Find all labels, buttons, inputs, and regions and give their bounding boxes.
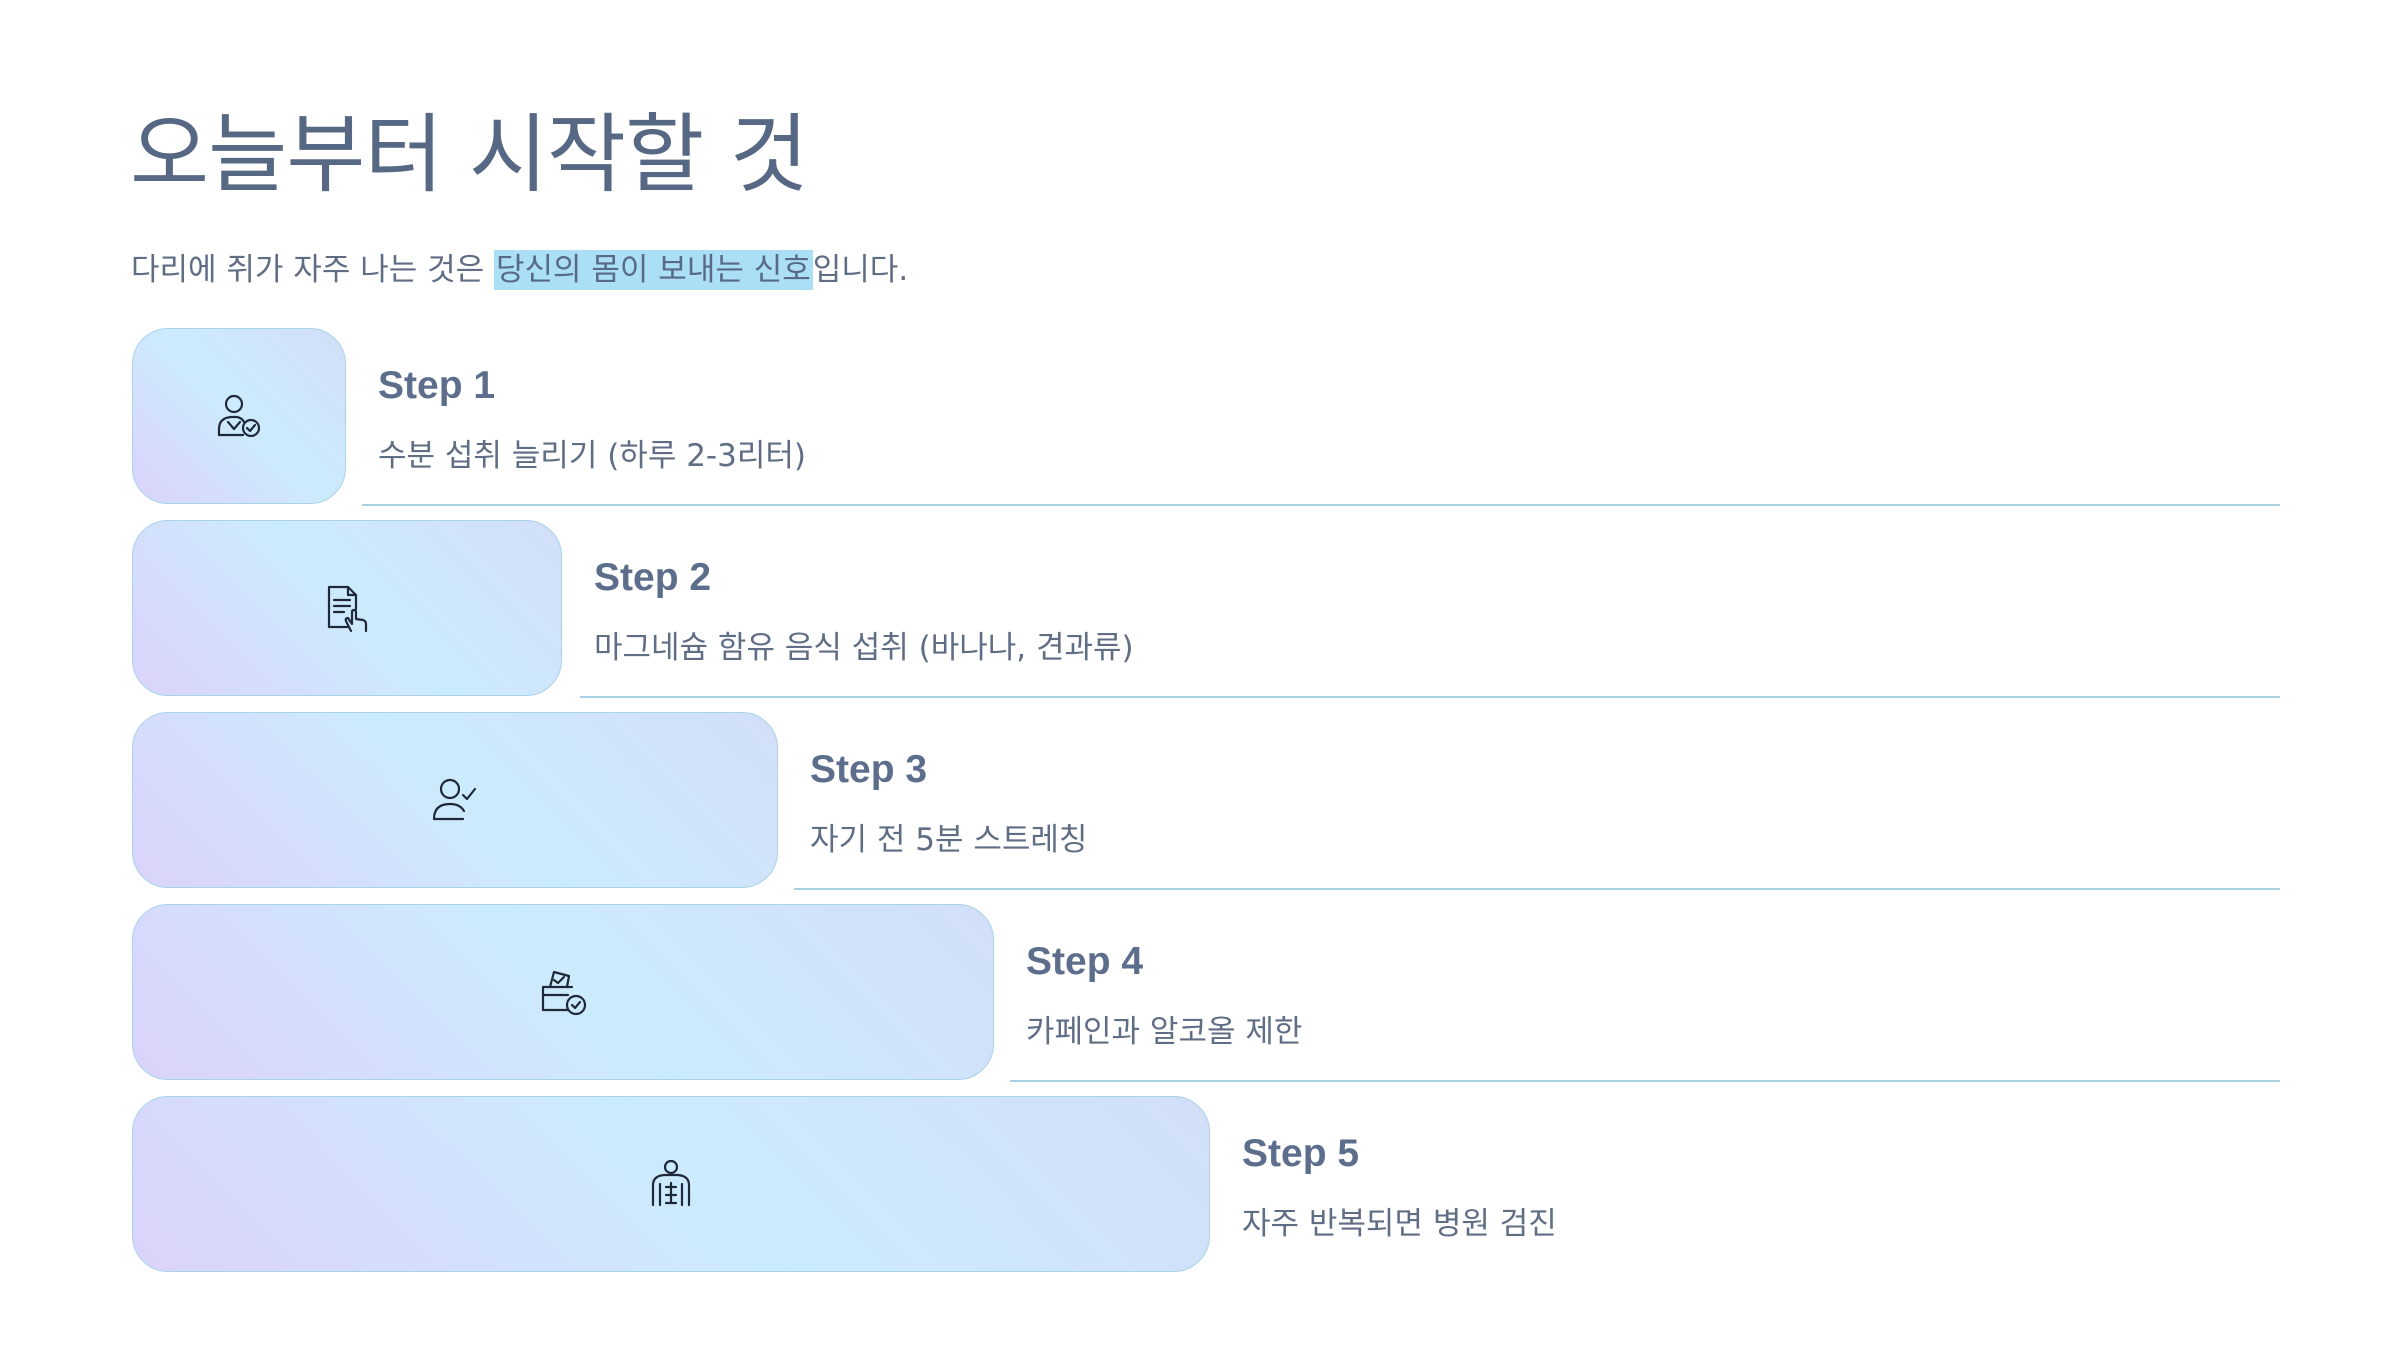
subtitle-highlight: 당신의 몸이 보내는 신호: [494, 250, 813, 290]
step-1-description: 수분 섭취 늘리기 (하루 2-3리터): [378, 438, 806, 474]
step-3-title: Step 3: [810, 748, 928, 791]
person-check-icon: [217, 394, 261, 438]
subtitle: 다리에 쥐가 자주 나는 것은 당신의 몸이 보내는 신호입니다.: [131, 250, 908, 290]
subtitle-text-end: 입니다.: [812, 252, 909, 288]
step-5: Step 5 자주 반복되면 병원 검진: [132, 1096, 2292, 1272]
step-1-title: Step 1: [378, 364, 496, 407]
step-2: Step 2 마그네슘 함유 음식 섭취 (바나나, 견과류): [132, 520, 2292, 698]
step-4: Step 4 카페인과 알코올 제한: [132, 904, 2292, 1082]
ballot-box-check-icon: [541, 970, 587, 1016]
step-4-description: 카페인과 알코올 제한: [1026, 1014, 1303, 1050]
step-4-divider: [1010, 1080, 2280, 1082]
step-2-tile: [132, 520, 562, 696]
step-5-tile: [132, 1096, 1210, 1272]
step-3-description: 자기 전 5분 스트레칭: [810, 822, 1088, 858]
step-3: Step 3 자기 전 5분 스트레칭: [132, 712, 2292, 890]
step-4-tile: [132, 904, 994, 1080]
page-title: 오늘부터 시작할 것: [130, 105, 809, 205]
step-1-tile: [132, 328, 346, 504]
user-check-icon: [432, 778, 477, 821]
step-4-title: Step 4: [1026, 940, 1144, 983]
step-5-title: Step 5: [1242, 1132, 1360, 1175]
step-5-description: 자주 반복되면 병원 검진: [1242, 1206, 1557, 1242]
step-1: Step 1 수분 섭취 늘리기 (하루 2-3리터): [132, 328, 2292, 506]
document-hand-icon: [327, 585, 368, 633]
step-1-divider: [362, 504, 2280, 506]
step-2-divider: [580, 696, 2280, 698]
subtitle-text: 다리에 쥐가 자주 나는 것은: [131, 252, 494, 288]
step-2-description: 마그네슘 함유 음식 섭취 (바나나, 견과류): [594, 630, 1134, 666]
body-torso-icon: [651, 1159, 691, 1207]
step-2-title: Step 2: [594, 556, 712, 599]
step-3-divider: [794, 888, 2280, 890]
step-3-tile: [132, 712, 778, 888]
